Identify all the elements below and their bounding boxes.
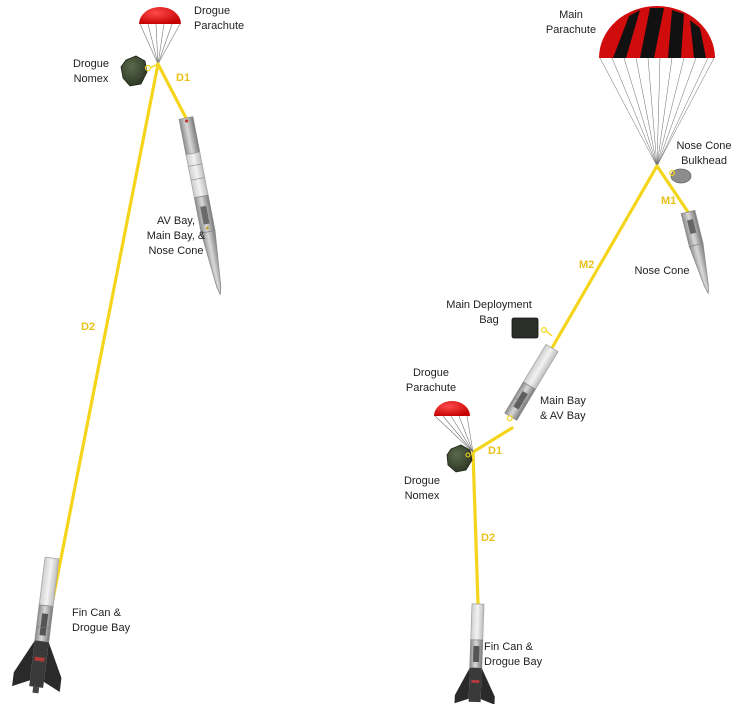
- main-av-bay: [504, 343, 559, 422]
- left-fin-can-label: Fin Can &Drogue Bay: [72, 607, 131, 634]
- left-av-main-nose-assembly: [178, 116, 222, 295]
- nose-cone: [680, 209, 709, 294]
- right-drogue-parachute: [434, 401, 474, 453]
- main-deployment-bag: [511, 317, 553, 339]
- left-fin-can: [12, 556, 62, 694]
- left-shock-cord-d2: [50, 62, 160, 606]
- segment-m1-label: M1: [661, 195, 676, 207]
- left-drogue-parachute: [139, 7, 181, 65]
- shock-cord-d2: [471, 450, 480, 606]
- nose-cone-label: Nose Cone: [634, 265, 689, 277]
- shock-cord-d1: [471, 426, 514, 454]
- right-segment-d2-label: D2: [481, 532, 495, 544]
- shock-cord-m1: [655, 164, 690, 214]
- right-segment-d1-label: D1: [488, 445, 502, 457]
- left-segment-d2-label: D2: [81, 321, 95, 333]
- main-parachute: [599, 6, 715, 167]
- left-av-main-nose-label: AV Bay,Main Bay, &Nose Cone: [147, 215, 206, 257]
- right-drogue-nomex: [446, 444, 473, 473]
- right-fin-can: [454, 603, 495, 704]
- nose-cone-bulkhead: [668, 168, 692, 184]
- left-drogue-nomex: [120, 55, 159, 87]
- main-av-bay-label: Main Bay& AV Bay: [540, 395, 586, 422]
- left-segment-d1-label: D1: [176, 72, 190, 84]
- left-shock-cord-d1: [156, 62, 188, 120]
- segment-m2-label: M2: [579, 259, 594, 271]
- right-fin-can-label: Fin Can &Drogue Bay: [484, 641, 543, 668]
